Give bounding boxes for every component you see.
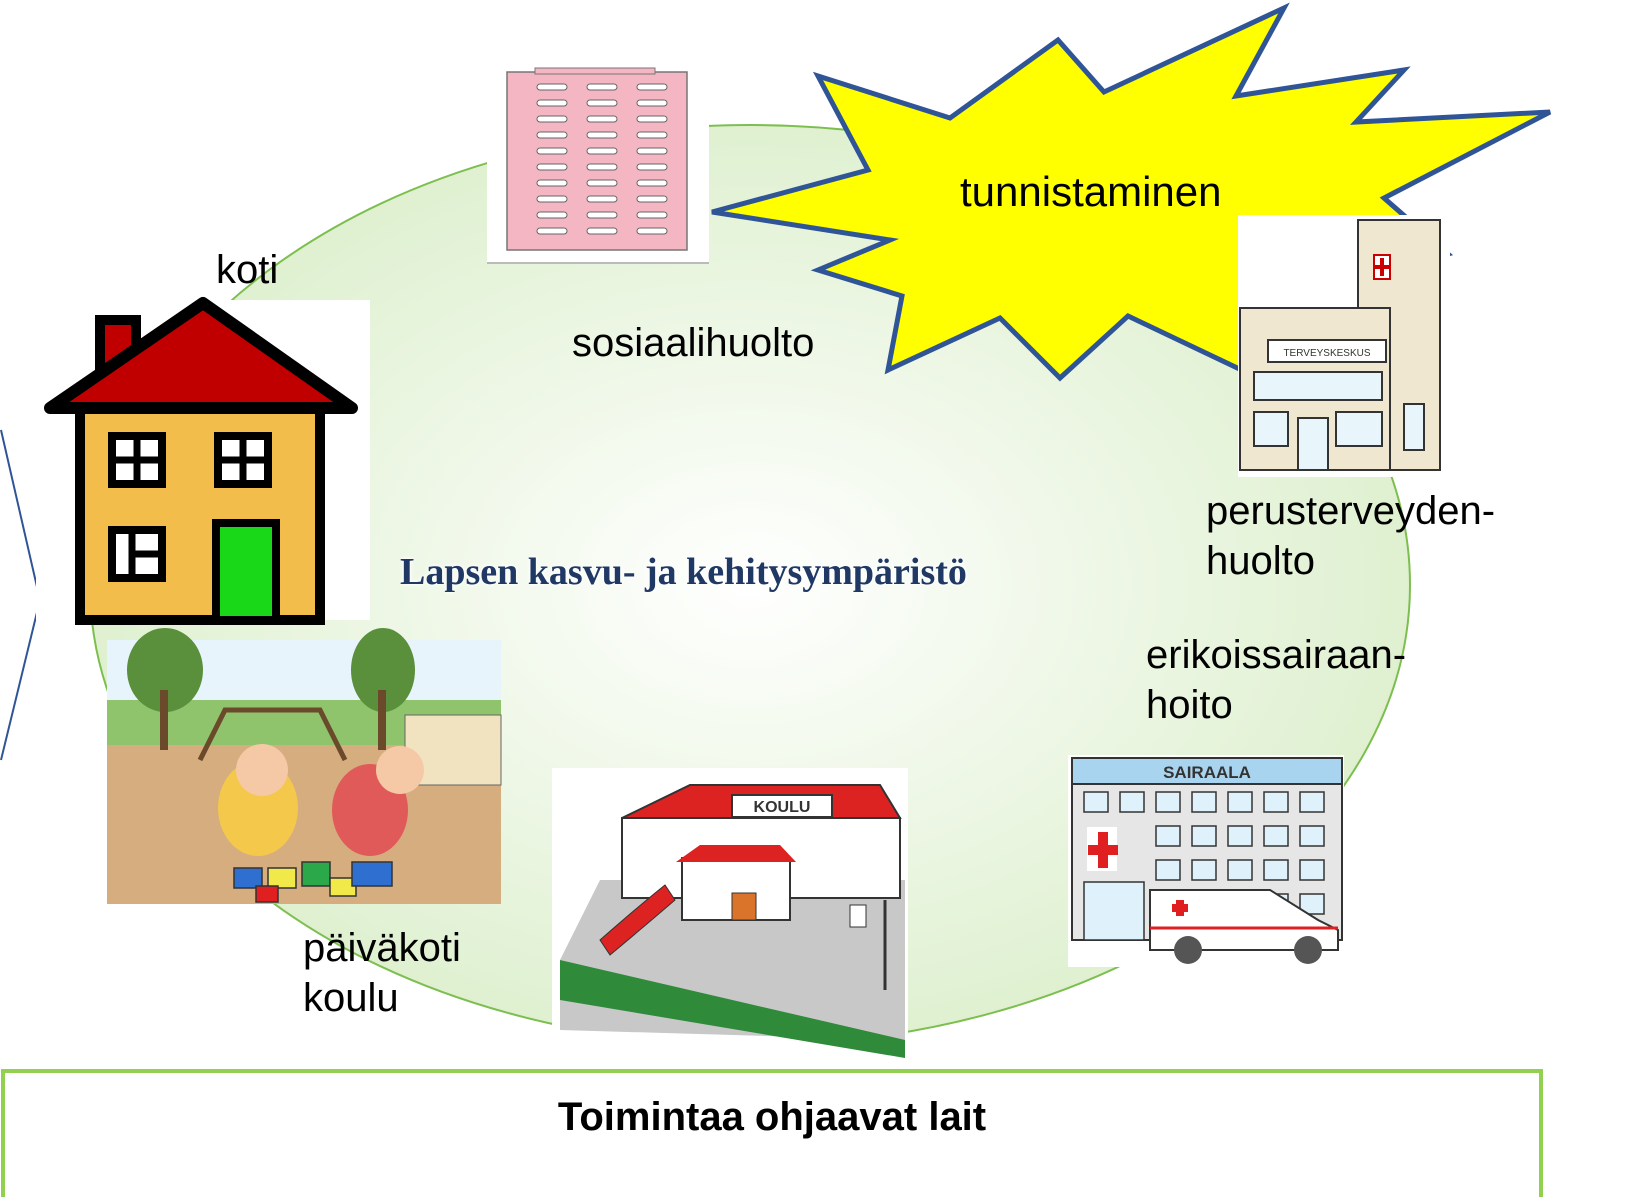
apartment-window [536,99,568,107]
hospital-window [1227,859,1253,881]
apartment-window [636,227,668,235]
node-label-specialist-1: erikoissairaan- [1146,633,1407,677]
hospital-window [1227,825,1253,847]
hospital-window [1227,791,1253,813]
apartment-window [586,227,618,235]
apartment-window [536,147,568,155]
hospital-window [1299,859,1325,881]
apartment-window [536,115,568,123]
apartment-window [536,83,568,91]
left-bracket [0,429,42,761]
hospital-window [1191,859,1217,881]
apartment-window [586,99,618,107]
laws-box-title: Toimintaa ohjaavat lait [557,1095,987,1139]
apartment-window [586,211,618,219]
hospital-window [1155,859,1181,881]
apartment-window [636,115,668,123]
hospital-picture: SAIRAALA [1068,755,1344,967]
apartment-window [636,163,668,171]
hospital-window [1191,791,1217,813]
apartment-window [636,131,668,139]
hospital-window [1191,825,1217,847]
apartment-window [586,115,618,123]
hospital-window [1155,791,1181,813]
node-label-home: koti [216,248,279,292]
hospital-window [1155,825,1181,847]
apartment-building-picture [487,65,709,264]
apartment-window [586,147,618,155]
hospital-window [1263,791,1289,813]
apartment-window [536,131,568,139]
hospital-window [1263,825,1289,847]
health-center-picture: TERVEYSKESKUS [1238,215,1450,477]
hospital-window [1299,893,1325,915]
apartment-window [636,83,668,91]
hospital-window [1119,791,1145,813]
center-title: Lapsen kasvu- ja kehitysympäristö [400,551,967,593]
node-label-daycare-2: koulu [303,976,399,1020]
apartment-window [636,179,668,187]
node-label-social-services: sosiaalihuolto [572,321,815,365]
laws-box: Toimintaa ohjaavat lait [1,1069,1543,1197]
apartment-window [636,147,668,155]
house-picture [36,297,370,625]
hospital-window [1083,791,1109,813]
apartment-window [536,179,568,187]
node-label-daycare-1: päiväkoti [303,926,461,970]
hospital-window [1263,859,1289,881]
apartment-window [536,163,568,171]
node-label-primary-health-1: perusterveyden- [1206,489,1496,533]
apartment-window [586,83,618,91]
apartment-window [586,195,618,203]
starburst-label: tunnistaminen [960,168,1222,215]
apartment-window [536,211,568,219]
hospital-window [1299,825,1325,847]
node-label-primary-health-2: huolto [1206,539,1315,583]
hospital-window [1299,791,1325,813]
node-label-specialist-2: hoito [1146,683,1233,727]
school-sign: KOULU [754,799,811,816]
apartment-window [586,131,618,139]
hospital-sign: SAIRAALA [1163,763,1251,782]
playground-picture [107,628,502,904]
apartment-window [636,195,668,203]
apartment-window [536,227,568,235]
apartment-window [586,179,618,187]
apartment-window [636,211,668,219]
apartment-window [636,99,668,107]
apartment-window [536,195,568,203]
health-center-sign: TERVEYSKESKUS [1283,348,1370,359]
apartment-window [586,163,618,171]
school-picture: KOULU [552,768,908,1058]
